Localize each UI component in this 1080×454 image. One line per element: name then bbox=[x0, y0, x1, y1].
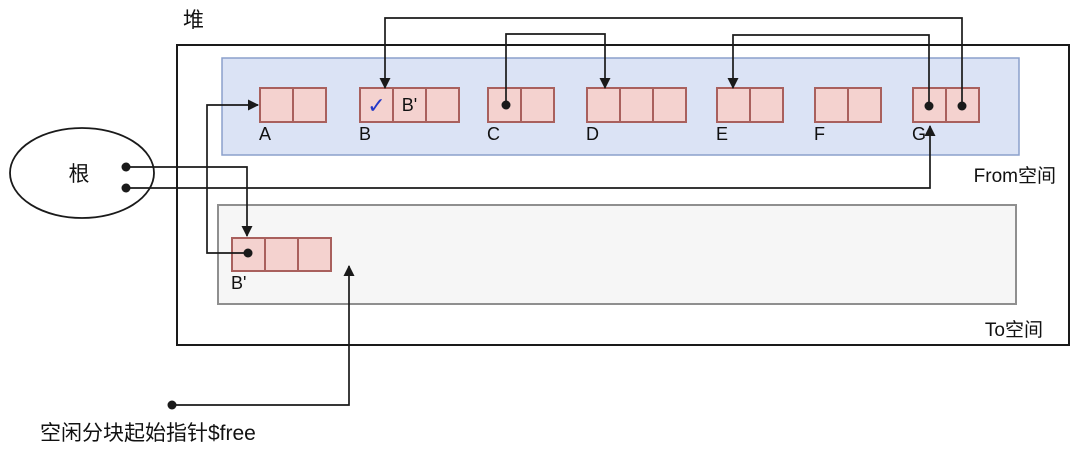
root-label: 根 bbox=[69, 163, 90, 186]
block-B bbox=[359, 87, 460, 123]
edge-g1-to-b-source-dot bbox=[957, 101, 967, 111]
block-label-B: B bbox=[359, 124, 371, 144]
edge-bprime-to-a-source-dot bbox=[243, 248, 253, 258]
edge-root-to-bprime-source-dot bbox=[121, 162, 131, 172]
block-label-B-prime: B' bbox=[231, 273, 246, 293]
cell-text-B-1: B' bbox=[402, 95, 417, 115]
from-space-label: From空间 bbox=[974, 165, 1056, 187]
blocks-layer: A ✓ B' B C D E F G B' bbox=[231, 87, 980, 293]
edge-root-to-bprime bbox=[126, 166, 253, 237]
block-D bbox=[586, 87, 687, 123]
edge-g1-to-b bbox=[379, 17, 963, 106]
edges-layer bbox=[121, 17, 967, 410]
edge-root-to-g bbox=[126, 125, 936, 189]
copied-check-mark: ✓ bbox=[367, 93, 385, 118]
block-label-C: C bbox=[487, 124, 500, 144]
block-label-A: A bbox=[259, 124, 271, 144]
heap-label: 堆 bbox=[183, 9, 204, 32]
edge-free-to-tospace bbox=[172, 265, 355, 406]
edge-bprime-to-a bbox=[206, 99, 259, 254]
edge-c-to-d-source-dot bbox=[501, 100, 511, 110]
root-node bbox=[9, 127, 155, 219]
edge-g0-to-e bbox=[727, 34, 930, 106]
edge-g0-to-e-source-dot bbox=[924, 101, 934, 111]
to-space-region bbox=[217, 204, 1017, 305]
edge-c-to-d bbox=[505, 33, 611, 105]
edge-free-to-tospace-source-dot bbox=[167, 400, 177, 410]
edge-root-to-g-source-dot bbox=[121, 183, 131, 193]
block-label-E: E bbox=[716, 124, 728, 144]
block-label-F: F bbox=[814, 124, 825, 144]
to-space-label: To空间 bbox=[985, 319, 1043, 341]
block-label-D: D bbox=[586, 124, 599, 144]
free-pointer-label: 空闲分块起始指针$free bbox=[40, 422, 256, 445]
block-label-G: G bbox=[912, 124, 926, 144]
